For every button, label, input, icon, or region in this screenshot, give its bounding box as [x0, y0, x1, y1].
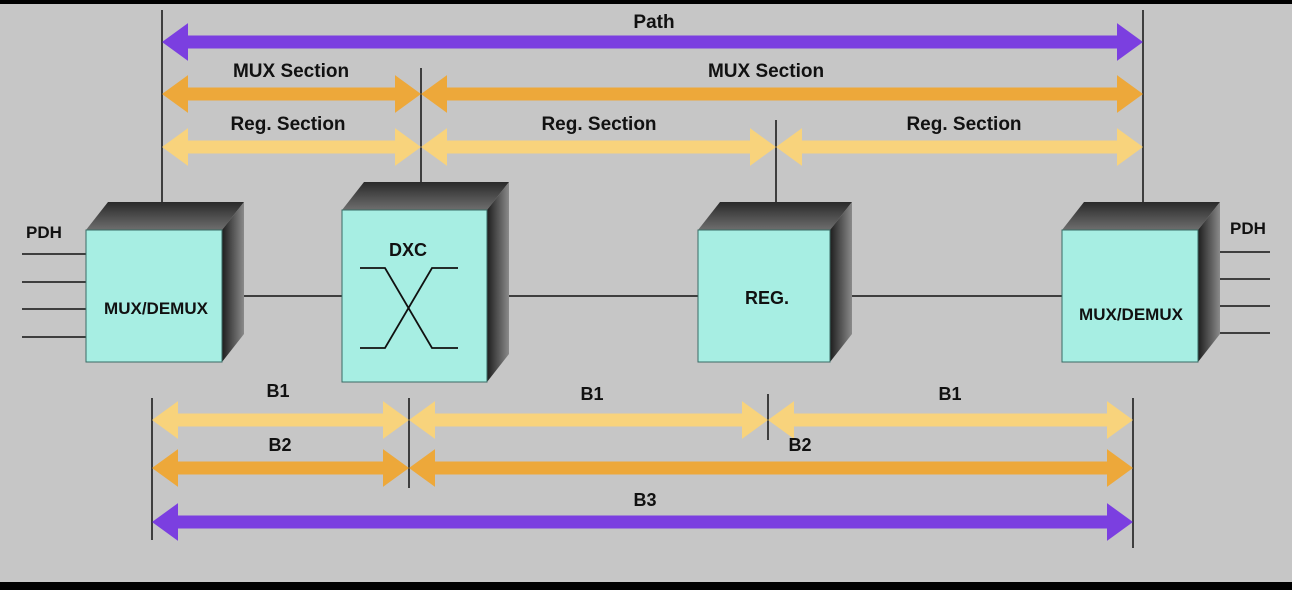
path-label: Path [633, 12, 674, 33]
box-reg [697, 202, 852, 363]
b2-arrow-1 [152, 449, 409, 487]
reg-section-arrow-3 [776, 128, 1143, 166]
box-right-mux-side-face [1198, 202, 1220, 362]
box-left-mux-front-face [85, 229, 223, 363]
reg-section-label-2: Reg. Section [541, 114, 656, 135]
box-dxc [341, 182, 509, 383]
b1-label-2: B1 [580, 384, 603, 404]
box-right-mux-front-face [1061, 229, 1199, 363]
b3-label: B3 [633, 490, 656, 510]
reg-section-label-3: Reg. Section [906, 114, 1021, 135]
pdh-lines-left [22, 253, 86, 338]
box-dxc-side-face [487, 182, 509, 382]
mux-section-arrow-1 [162, 75, 421, 113]
box-left-mux-side-face [222, 202, 244, 362]
box-reg-top-face [698, 202, 852, 230]
box-reg-front-face [697, 229, 831, 363]
box-left-mux-top-face [86, 202, 244, 230]
b2-label-1: B2 [268, 435, 291, 455]
top-border [0, 0, 1292, 4]
b1-label-1: B1 [266, 381, 289, 401]
reg-section-arrow-2 [421, 128, 776, 166]
pdh-label-right: PDH [1230, 219, 1266, 238]
b2-label-2: B2 [788, 435, 811, 455]
box-reg-side-face [830, 202, 852, 362]
mux-section-arrow-2 [421, 75, 1143, 113]
box-label-right-mux: MUX/DEMUX [1079, 305, 1184, 324]
path-arrow [162, 23, 1143, 61]
box-label-left-mux: MUX/DEMUX [104, 299, 209, 318]
b1-arrow-1 [152, 401, 409, 439]
box-label-reg: REG. [745, 288, 789, 308]
box-label-dxc: DXC [389, 240, 427, 260]
b1-arrow-3 [768, 401, 1133, 439]
pdh-label-left: PDH [26, 223, 62, 242]
b3-arrow [152, 503, 1133, 541]
reg-section-label-1: Reg. Section [230, 114, 345, 135]
b1-label-3: B1 [938, 384, 961, 404]
b1-arrow-2 [409, 401, 768, 439]
box-right-mux [1061, 202, 1220, 363]
bottom-border [0, 582, 1292, 590]
box-dxc-top-face [342, 182, 509, 210]
mux-section-label-1: MUX Section [233, 61, 349, 82]
b2-arrow-2 [409, 449, 1133, 487]
reg-section-arrow-1 [162, 128, 421, 166]
dxc-crossover-symbol [360, 267, 458, 349]
box-right-mux-top-face [1062, 202, 1220, 230]
mux-section-label-2: MUX Section [708, 61, 824, 82]
box-left-mux [85, 202, 244, 363]
box-dxc-front-face [341, 209, 488, 383]
